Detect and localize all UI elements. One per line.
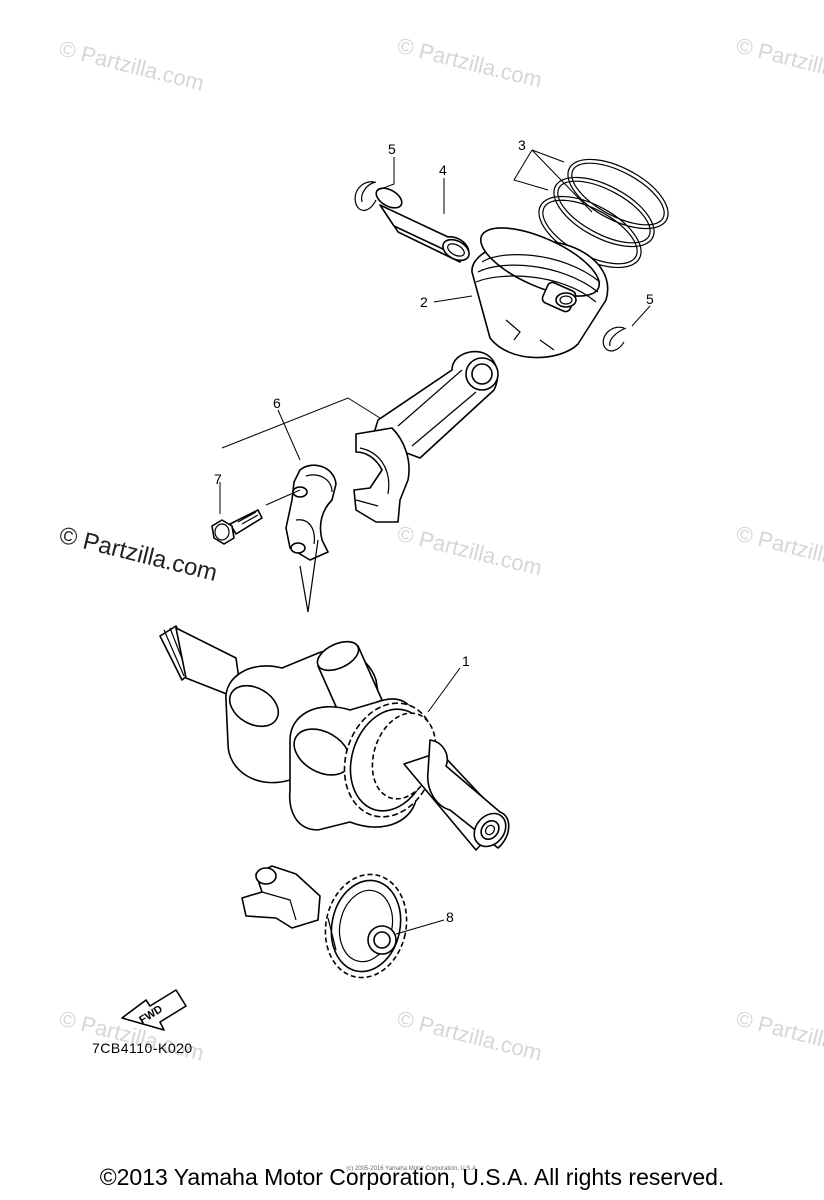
callout-3: 3 [518, 137, 526, 153]
callout-5b: 5 [646, 291, 654, 307]
circlip-part-right [602, 326, 627, 352]
copyright-footer: ©2013 Yamaha Motor Corporation, U.S.A. A… [99, 1164, 725, 1190]
leader-lines [219, 149, 651, 935]
watermark-group: © Partzilla.com © Partzilla.com © Partzi… [57, 33, 824, 1066]
watermark: © Partzilla.com [57, 36, 207, 96]
piston-pin-part [375, 187, 470, 263]
balancer-gear-part [241, 865, 408, 979]
piston-part [471, 227, 609, 359]
callout-7: 7 [214, 471, 222, 487]
callout-8: 8 [446, 909, 454, 925]
callout-labels: 5 4 3 2 5 6 7 1 8 [214, 137, 654, 925]
callout-4: 4 [439, 162, 447, 178]
diagram-code: 7CB4110-K020 [92, 1040, 193, 1056]
callout-6: 6 [273, 395, 281, 411]
circlip-part-left [354, 181, 377, 211]
watermark-bold: © Partzilla.com [57, 522, 220, 587]
watermark: © Partzilla.com [395, 1006, 545, 1066]
watermark: © Partzilla.com [734, 521, 824, 581]
callout-2: 2 [420, 294, 428, 310]
connecting-rod-part [353, 350, 499, 523]
watermark: © Partzilla.com [734, 33, 824, 93]
watermark: © Partzilla.com [395, 33, 545, 93]
callout-1: 1 [462, 653, 470, 669]
watermark: © Partzilla.com [395, 521, 545, 581]
small-copyright: (c) 2005-2016 Yamaha Motor Corporation, … [346, 1166, 478, 1172]
callout-5a: 5 [388, 141, 396, 157]
crankshaft-part [159, 625, 510, 851]
watermark: © Partzilla.com [734, 1006, 824, 1066]
rod-cap-part [285, 464, 337, 613]
rod-bolt-part [211, 509, 263, 545]
forward-arrow-icon: FWD [121, 989, 187, 1031]
